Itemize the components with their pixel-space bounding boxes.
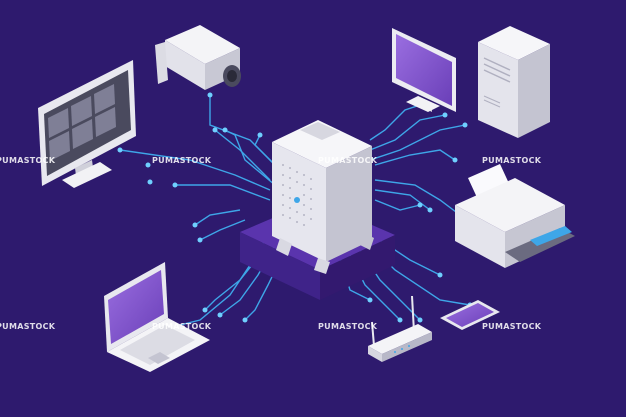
router-icon[interactable] xyxy=(368,295,432,362)
circuit-lines xyxy=(119,95,471,331)
printer-icon[interactable] xyxy=(455,164,575,268)
laptop-icon[interactable] xyxy=(104,262,210,372)
surveillance-monitor-icon[interactable] xyxy=(38,60,136,188)
smartphone-icon[interactable] xyxy=(440,300,500,330)
server-icon[interactable] xyxy=(272,120,374,274)
security-camera-icon[interactable] xyxy=(155,25,241,90)
desktop-monitor-icon[interactable] xyxy=(392,28,456,112)
tower-computer-icon[interactable] xyxy=(478,26,550,138)
